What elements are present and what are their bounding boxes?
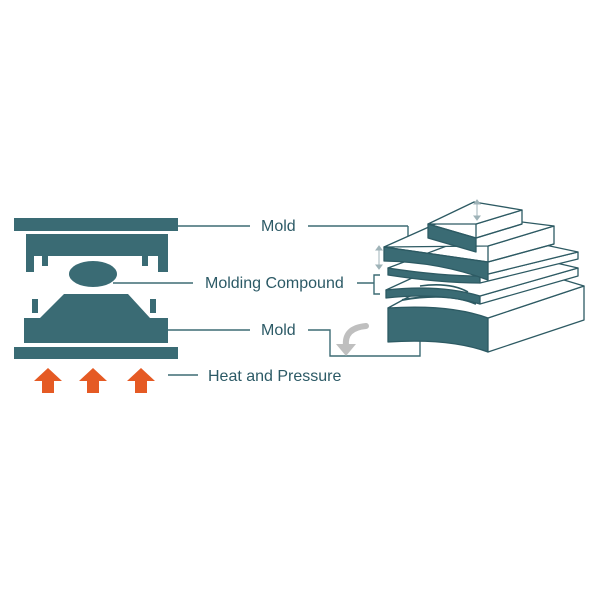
top-platen (14, 218, 178, 231)
label-heat-and-pressure: Heat and Pressure (208, 368, 342, 385)
label-mold-bottom: Mold (261, 322, 296, 339)
arrow-up-icon (79, 368, 107, 393)
exploded-mold-stack (383, 201, 585, 353)
bottom-mold (24, 294, 168, 343)
heat-arrows (34, 368, 155, 393)
bottom-platen (14, 347, 178, 359)
guide-pin-left (32, 299, 38, 313)
separation-indicators (375, 199, 481, 270)
top-mold (26, 234, 168, 272)
label-molding-compound: Molding Compound (205, 275, 344, 292)
label-mold-top: Mold (261, 218, 296, 235)
guide-pin-right (150, 299, 156, 313)
leader-lines (113, 225, 421, 376)
molding-compound-blob (69, 261, 117, 287)
arrow-up-icon (34, 368, 62, 393)
curved-arrow-icon (336, 323, 369, 356)
arrow-up-icon (127, 368, 155, 393)
press-cross-section (14, 218, 178, 359)
iso-top-platen (427, 201, 523, 253)
